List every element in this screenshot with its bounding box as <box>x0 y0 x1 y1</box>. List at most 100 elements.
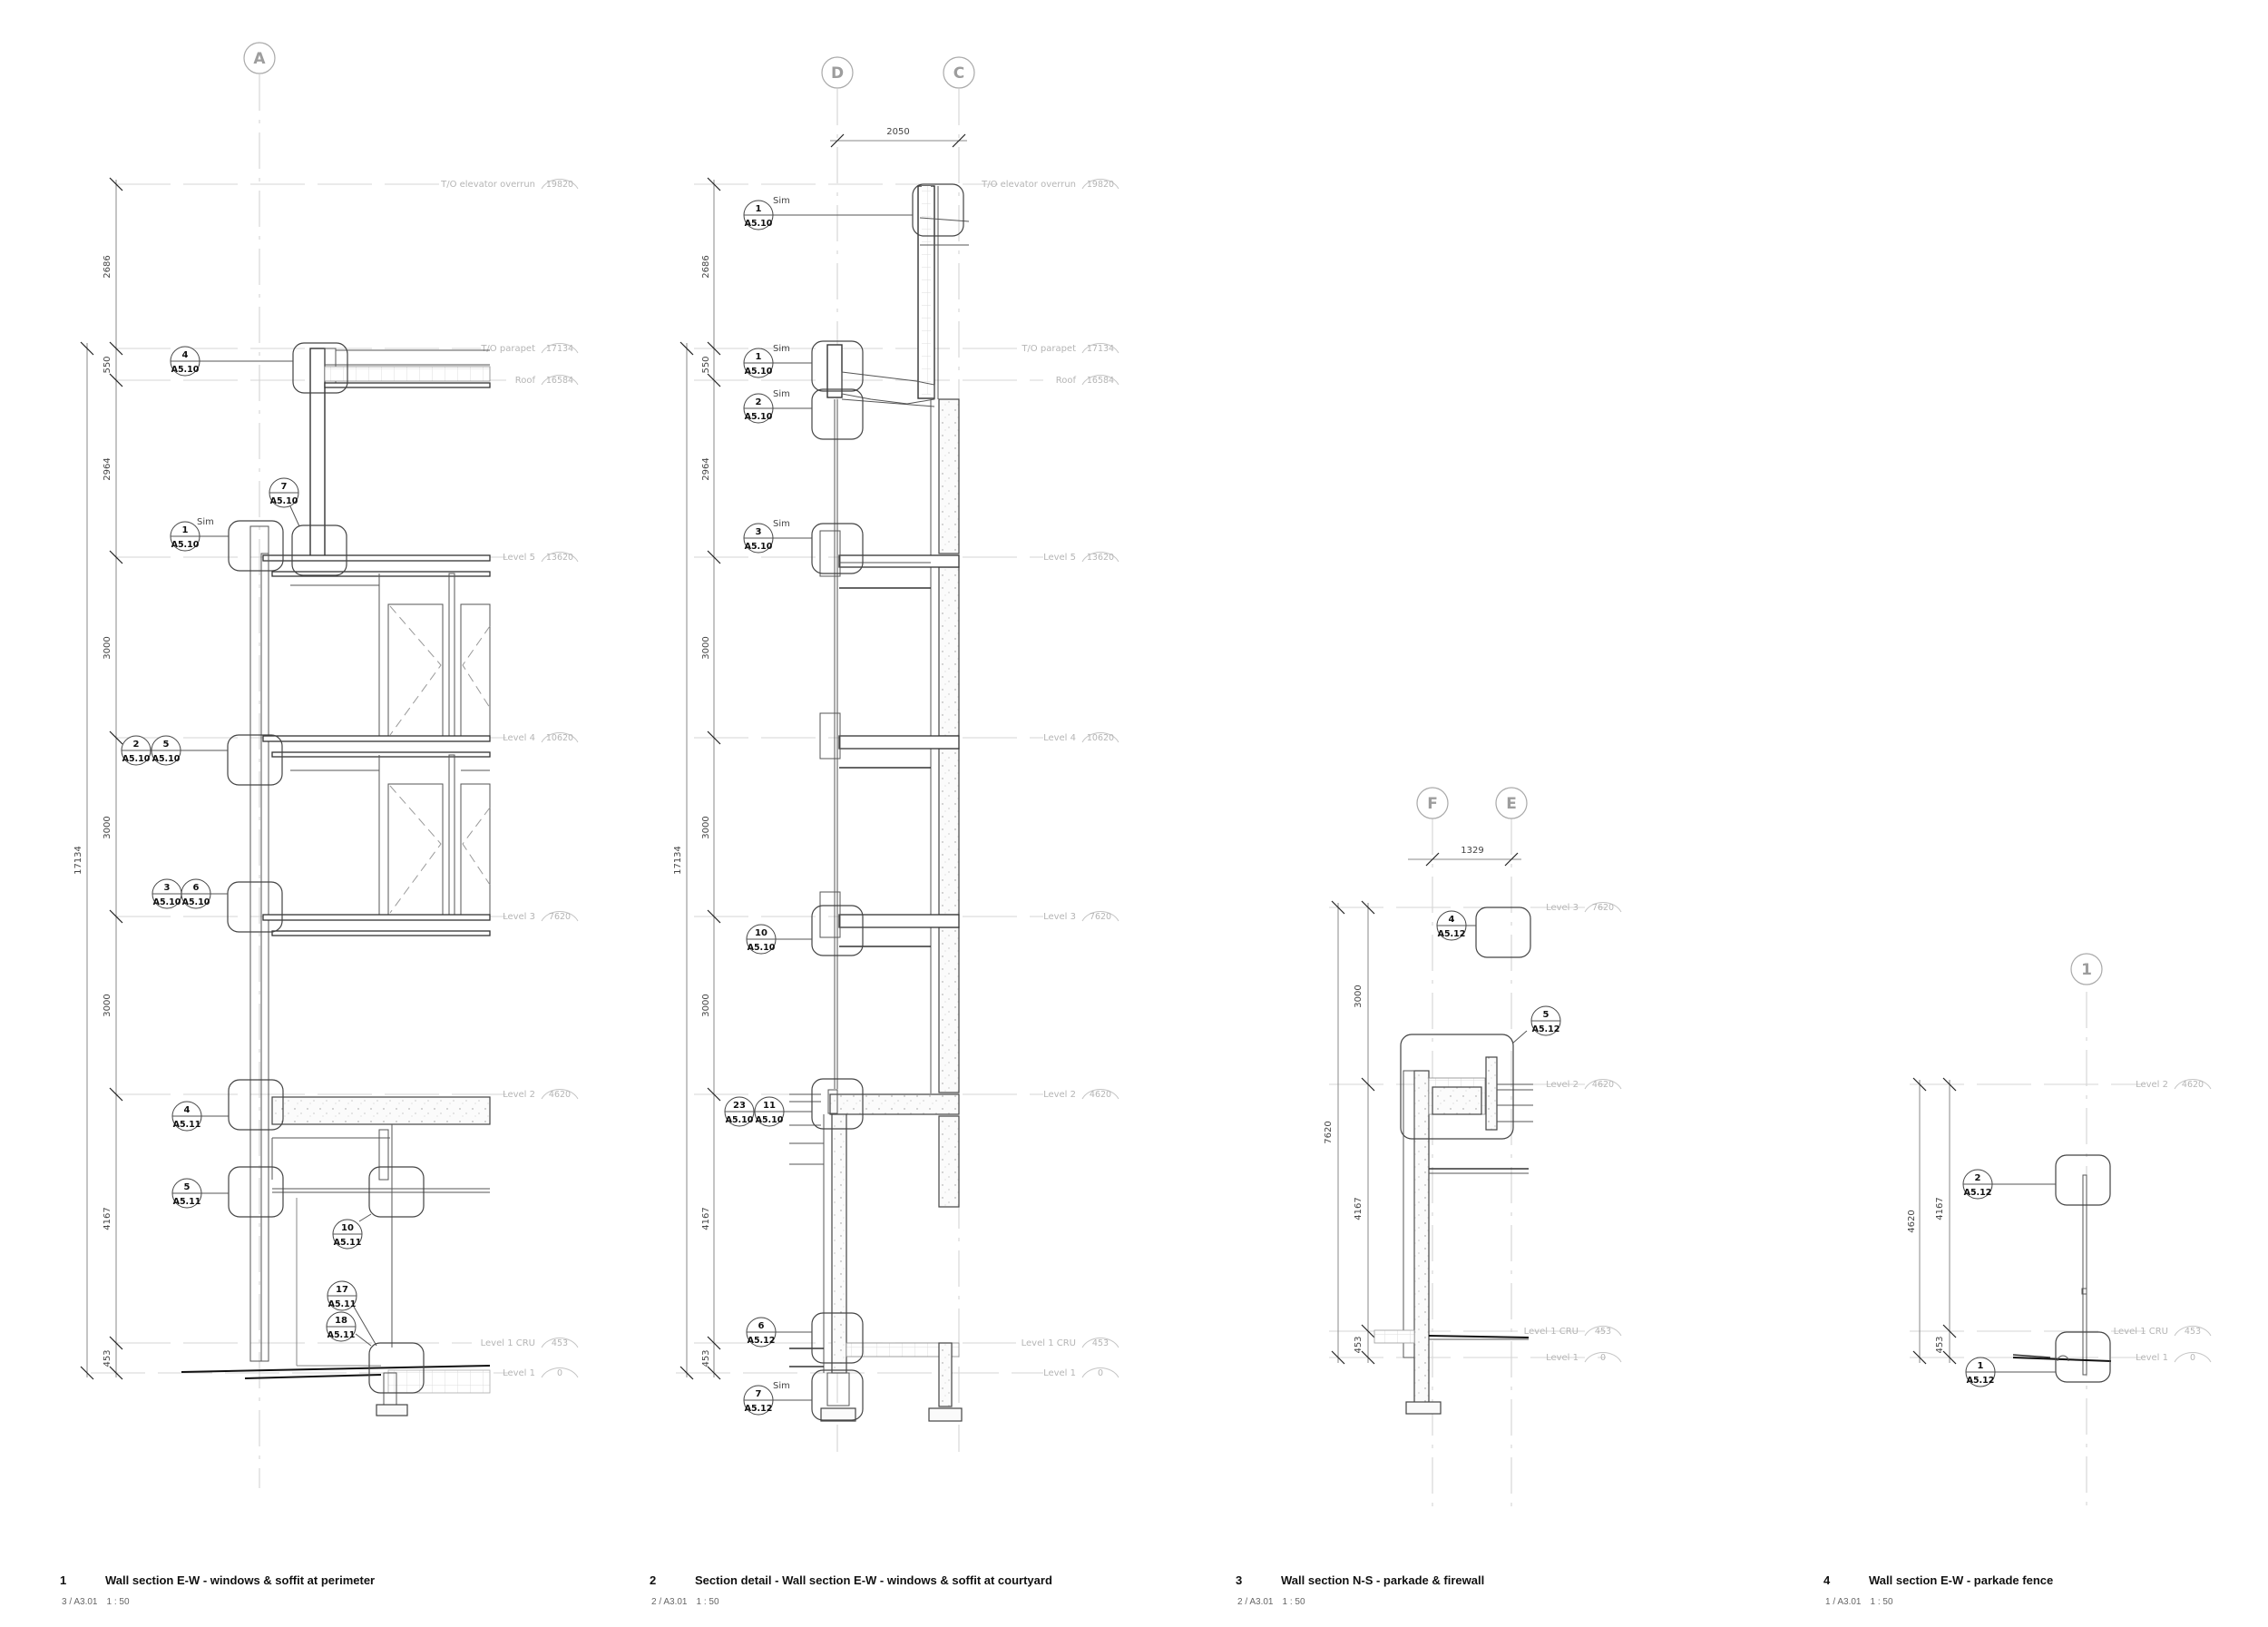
detail-boxes-view-1 <box>227 342 425 1394</box>
detail-boxes-view-3 <box>1400 907 1531 1140</box>
callout-2-a510[interactable]: 2 A5.10 <box>121 735 152 766</box>
callout-17-a511[interactable]: 17 A5.11 <box>327 1280 377 1347</box>
callout-5-a512[interactable]: 5 A5.12 <box>1511 1005 1561 1044</box>
svg-text:Level 2: Level 2 <box>2136 1080 2168 1090</box>
svg-text:Sim: Sim <box>773 1381 790 1391</box>
callout-1-a510-sim-overrun[interactable]: Sim 1 A5.10 <box>743 196 913 230</box>
callout-2-a512[interactable]: 2 A5.12 <box>1962 1169 2056 1200</box>
svg-text:19820: 19820 <box>1087 180 1114 190</box>
callout-6-a510[interactable]: 6 A5.10 <box>181 878 228 909</box>
callout-1-a512[interactable]: 1 A5.12 <box>1965 1357 2056 1387</box>
svg-text:1: 1 <box>756 352 762 362</box>
callout-1-a510-sim-parapet[interactable]: Sim 1 A5.10 <box>743 344 812 378</box>
callout-10-a510[interactable]: 10 A5.10 <box>746 924 812 955</box>
svg-text:F: F <box>1427 795 1438 813</box>
callout-23-a510[interactable]: 23 A5.10 <box>724 1096 755 1127</box>
svg-text:Level 3: Level 3 <box>1043 912 1076 922</box>
svg-text:Sim: Sim <box>197 517 214 527</box>
view-number: 3 <box>1236 1573 1243 1587</box>
callout-3-a510[interactable]: 3 A5.10 <box>152 878 182 909</box>
callout-5-a511[interactable]: 5 A5.11 <box>171 1178 229 1209</box>
callout-3-a510-sim[interactable]: Sim 3 A5.10 <box>743 519 812 554</box>
svg-text:A5.10: A5.10 <box>756 1115 784 1125</box>
view-scale: 1 : 50 <box>1870 1597 1893 1607</box>
svg-text:2686: 2686 <box>701 255 711 278</box>
svg-text:0: 0 <box>2190 1353 2195 1363</box>
svg-text:2: 2 <box>756 397 762 407</box>
dimension-string-view-3: 3000 4167 453 7620 <box>1324 900 1375 1365</box>
svg-text:A5.10: A5.10 <box>745 412 773 422</box>
svg-text:3000: 3000 <box>103 636 112 659</box>
view-title: Wall section N-S - parkade & firewall <box>1281 1573 1485 1587</box>
svg-text:453: 453 <box>1935 1336 1945 1353</box>
svg-text:1: 1 <box>2081 961 2092 979</box>
callout-7-a512-sim[interactable]: Sim 7 A5.12 <box>743 1381 812 1416</box>
callout-4-a512[interactable]: 4 A5.12 <box>1436 910 1476 941</box>
svg-text:17134: 17134 <box>1087 344 1114 354</box>
svg-text:A5.10: A5.10 <box>153 897 181 907</box>
svg-text:0: 0 <box>1600 1353 1606 1363</box>
callout-10-a511[interactable]: 10 A5.11 <box>332 1213 372 1250</box>
svg-text:A5.11: A5.11 <box>328 1299 357 1309</box>
svg-text:7620: 7620 <box>1324 1121 1334 1143</box>
svg-text:16584: 16584 <box>1087 376 1114 386</box>
svg-text:Level 2: Level 2 <box>1546 1080 1579 1090</box>
svg-text:A5.11: A5.11 <box>173 1120 201 1130</box>
svg-text:4167: 4167 <box>103 1207 112 1230</box>
callout-5-a510[interactable]: 5 A5.10 <box>151 735 228 766</box>
grid-dimension-1329: 1329 <box>1408 846 1521 867</box>
svg-text:T/O elevator overrun: T/O elevator overrun <box>981 180 1076 190</box>
svg-text:Level 1 CRU: Level 1 CRU <box>1022 1338 1076 1348</box>
svg-text:4620: 4620 <box>1592 1080 1614 1090</box>
level-lines-view-4 <box>1910 1083 2146 1358</box>
svg-text:A5.12: A5.12 <box>1532 1024 1560 1034</box>
svg-text:453: 453 <box>701 1349 711 1367</box>
svg-text:Level 3: Level 3 <box>1546 903 1579 913</box>
wall-assembly-view-3 <box>1374 1056 1533 1415</box>
svg-text:2686: 2686 <box>103 255 112 278</box>
svg-text:453: 453 <box>1354 1336 1364 1353</box>
grid-bubble-f: F <box>1416 787 1449 1506</box>
svg-text:Level 1 CRU: Level 1 CRU <box>1524 1327 1579 1337</box>
svg-text:3000: 3000 <box>1354 985 1364 1007</box>
svg-text:A5.10: A5.10 <box>122 754 151 764</box>
svg-text:4: 4 <box>182 350 189 360</box>
level-lines-view-1 <box>91 183 508 1374</box>
svg-text:Level 1: Level 1 <box>1043 1368 1076 1378</box>
svg-text:17134: 17134 <box>546 344 573 354</box>
svg-text:13620: 13620 <box>546 553 573 563</box>
callout-4-a511[interactable]: 4 A5.11 <box>171 1101 229 1132</box>
svg-text:3000: 3000 <box>701 816 711 838</box>
svg-text:Level 2: Level 2 <box>503 1090 535 1100</box>
svg-text:A5.12: A5.12 <box>1967 1376 1995 1386</box>
svg-text:17: 17 <box>336 1285 348 1295</box>
svg-text:4620: 4620 <box>549 1090 571 1100</box>
svg-text:A5.10: A5.10 <box>171 365 200 375</box>
svg-text:4167: 4167 <box>701 1207 711 1230</box>
svg-text:A5.10: A5.10 <box>748 943 776 953</box>
callout-4-a510[interactable]: 4 A5.10 <box>170 346 293 377</box>
svg-text:10620: 10620 <box>1087 733 1114 743</box>
callout-6-a512[interactable]: 6 A5.12 <box>746 1317 812 1348</box>
level-tag-level-2: Level 2 4620 <box>503 1089 579 1100</box>
level-lines-view-2 <box>676 183 1043 1374</box>
callout-2-a510-sim[interactable]: Sim 2 A5.10 <box>743 389 812 424</box>
callout-11-a510[interactable]: 11 A5.10 <box>754 1096 812 1127</box>
svg-text:1: 1 <box>1978 1361 1984 1371</box>
wall-assembly-view-1 <box>181 348 491 1416</box>
callout-1-a510-sim[interactable]: Sim 1 A5.10 <box>170 517 229 552</box>
callout-7-a510[interactable]: 7 A5.10 <box>269 477 300 527</box>
callout-18-a511[interactable]: 18 A5.11 <box>326 1311 372 1347</box>
svg-text:7: 7 <box>756 1389 762 1399</box>
svg-text:T/O elevator overrun: T/O elevator overrun <box>440 180 535 190</box>
svg-text:7: 7 <box>281 482 288 492</box>
svg-text:3000: 3000 <box>701 994 711 1016</box>
